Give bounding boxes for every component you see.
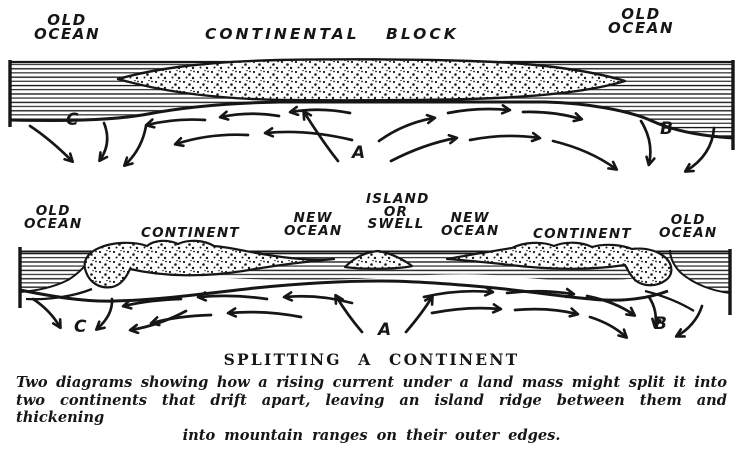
label-new-ocean-left: NEW OCEAN [284,210,343,239]
label-top-old-ocean-right: OLD OCEAN [608,5,675,37]
bottom-convection-arrows [31,286,704,339]
right-continent-shape [445,241,673,287]
top-crust-bottom-boundary [9,100,734,140]
label-top-old-ocean-left: OLD OCEAN [34,11,101,43]
continental-block-shape [116,58,627,102]
label-bottom-old-ocean-left: OLD OCEAN [24,203,83,232]
label-bottom-old-ocean-right: OLD OCEAN [659,212,718,241]
label-continental-block: CONTINENTAL BLOCK [205,25,459,43]
marker-top-current-c: C [66,110,79,130]
island-swell-shape [343,249,414,270]
marker-bottom-current-b: B [654,314,667,334]
figure-title: SPLITTING A CONTINENT [223,350,520,369]
caption-line-2: two continents that drift apart, leaving… [16,391,727,427]
bottom-cross-section [18,239,732,339]
right-downwelling-boundary [644,289,695,312]
left-continent-shape [83,239,336,289]
label-continent-left: CONTINENT [141,225,240,241]
caption-line-1: Two diagrams showing how a rising curren… [16,374,727,391]
caption-line-3: into mountain ranges on their outer edge… [182,426,561,444]
figure-caption: Two diagrams showing how a rising curren… [16,374,727,444]
marker-bottom-current-a: A [378,320,392,340]
old-ocean-right-wedge [669,249,731,294]
marker-bottom-current-c: C [74,317,87,337]
marker-top-current-b: B [660,119,673,139]
top-convection-arrows [28,104,716,173]
label-new-ocean-right: NEW OCEAN [441,210,500,239]
top-cross-section [8,58,735,173]
label-continent-right: CONTINENT [533,226,632,242]
label-island-or-swell: ISLAND OR SWELL [366,191,430,232]
marker-top-current-a: A [352,143,366,163]
